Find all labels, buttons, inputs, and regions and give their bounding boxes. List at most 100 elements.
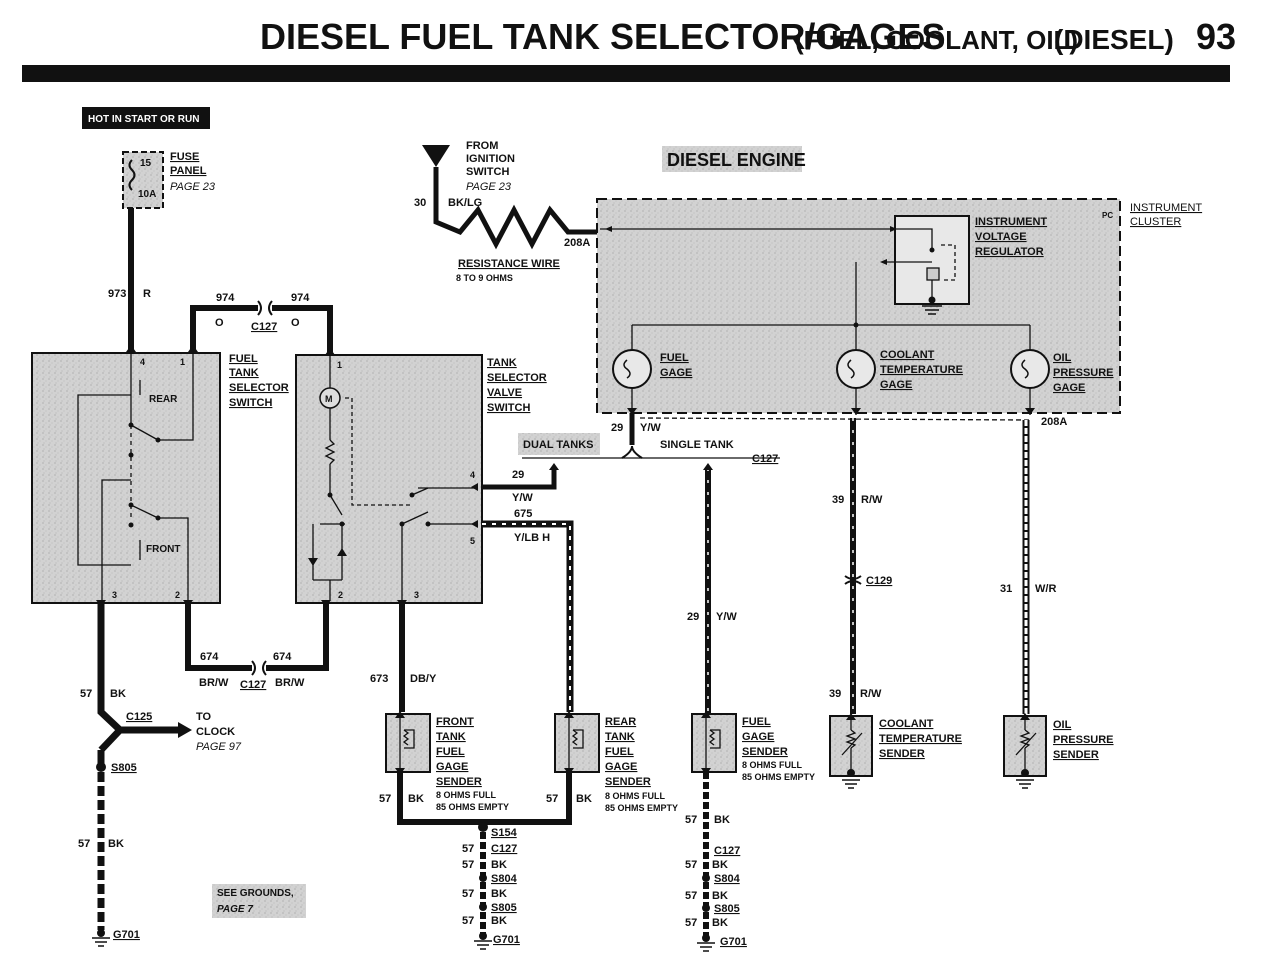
wire-675-label: 675 bbox=[514, 508, 532, 520]
motor-label: M bbox=[325, 394, 333, 404]
page-title-tail: (DIESEL) bbox=[1054, 24, 1174, 55]
wire-57-left2-label: 57 bbox=[78, 838, 90, 850]
wire-31-color: W/R bbox=[1035, 583, 1056, 595]
coolant-gage-coil-icon bbox=[847, 359, 855, 379]
right-57e-color: BK bbox=[712, 890, 728, 902]
diode-icons bbox=[308, 548, 347, 566]
coolant-sender-node bbox=[847, 769, 855, 777]
coolant-gage-label-3: GAGE bbox=[880, 379, 912, 391]
valve-switch-label-3: VALVE bbox=[487, 387, 522, 399]
s154-splice-icon bbox=[478, 822, 488, 832]
s154-label: S154 bbox=[491, 827, 518, 839]
ignition-label-3: SWITCH bbox=[466, 166, 509, 178]
wire-674-label-a: 674 bbox=[200, 651, 219, 663]
front-sender-label-2: TANK bbox=[436, 731, 466, 743]
oil-sender-internals bbox=[1015, 716, 1037, 770]
page-title: DIESEL FUEL TANK SELECTOR/GAGES bbox=[260, 16, 945, 57]
right-g701-label: G701 bbox=[720, 936, 747, 948]
wire-974-color-a: O bbox=[215, 317, 224, 329]
oil-ground-icon bbox=[1016, 779, 1034, 789]
ignition-circuit: 30 bbox=[414, 197, 426, 209]
cluster-internals bbox=[600, 228, 1031, 421]
ivr-label-2: VOLTAGE bbox=[975, 231, 1027, 243]
valve-pin-4: 4 bbox=[470, 470, 475, 480]
wire-674-label-b: 674 bbox=[273, 651, 292, 663]
ignition-label-2: IGNITION bbox=[466, 153, 515, 165]
front-sender-label-4: GAGE bbox=[436, 761, 468, 773]
fuse-rating-bottom: 10A bbox=[138, 189, 156, 200]
mid-57c-label: 57 bbox=[462, 843, 474, 855]
wire-974-right bbox=[272, 305, 333, 352]
front-sender-label-5: SENDER bbox=[436, 776, 482, 788]
front-sender-full: 8 OHMS FULL bbox=[436, 790, 497, 800]
wire-39b-label: 39 bbox=[829, 688, 841, 700]
s805-mid-splice-icon bbox=[479, 903, 487, 911]
wire-674-right bbox=[266, 603, 329, 671]
pin-arrow-markers bbox=[96, 226, 1035, 775]
ignition-label-1: FROM bbox=[466, 140, 498, 152]
rear-tank-sender-box bbox=[554, 713, 600, 773]
valve-pin-5: 5 bbox=[470, 536, 475, 546]
g701-mid-ground-icon bbox=[474, 940, 492, 950]
s805-left-label: S805 bbox=[111, 762, 137, 774]
fuel-gage-icon bbox=[612, 349, 652, 389]
selector-switch-internals bbox=[77, 353, 194, 600]
c129-connector-icon bbox=[844, 575, 862, 585]
to-clock-arrow-icon bbox=[178, 722, 192, 738]
s804-right-splice-icon bbox=[702, 874, 710, 882]
fuel-sender-label-3: SENDER bbox=[742, 746, 788, 758]
s805-left-splice-icon bbox=[96, 762, 106, 772]
right-c127-label: C127 bbox=[714, 845, 740, 857]
rear-sender-label-1: REAR bbox=[605, 716, 636, 728]
right-57e-label: 57 bbox=[685, 917, 697, 929]
right-57f-label: 57 bbox=[685, 939, 687, 941]
c125-label: C125 bbox=[126, 711, 152, 723]
oil-gage-icon bbox=[1010, 349, 1050, 389]
mid-s805-label: S805 bbox=[491, 902, 517, 914]
fuel-gage-coil-icon bbox=[623, 359, 631, 379]
cluster-nodes bbox=[853, 247, 936, 328]
fuel-sender-empty: 85 OHMS EMPTY bbox=[742, 772, 815, 782]
mid-57f-color: BK bbox=[491, 915, 507, 927]
wire-39a-label: 39 bbox=[832, 494, 844, 506]
wire-57-left2-color: BK bbox=[108, 838, 124, 850]
valve-switch-label-4: SWITCH bbox=[487, 402, 530, 414]
selector-pin-2: 2 bbox=[175, 590, 180, 600]
ivr-label-1: INSTRUMENT bbox=[975, 216, 1047, 228]
ignition-wire-color: BK/LG bbox=[448, 197, 482, 209]
wire-973-label: 973 bbox=[108, 288, 126, 300]
g701-right-node bbox=[702, 934, 710, 942]
cluster-connector-bottom: 208A bbox=[1041, 416, 1067, 428]
fuse-icon bbox=[128, 159, 136, 191]
wire-57-left1-label: 57 bbox=[80, 688, 92, 700]
rear-sender-internals bbox=[568, 714, 584, 772]
c127-mid-label: C127 bbox=[240, 679, 266, 691]
wire-29-fuel-color: Y/W bbox=[640, 422, 661, 434]
mid-57b-label: 57 bbox=[546, 793, 558, 805]
fuel-sender-label-1: FUEL bbox=[742, 716, 771, 728]
wire-39b-color: R/W bbox=[860, 688, 882, 700]
diesel-engine-label: DIESEL ENGINE bbox=[667, 150, 806, 170]
wire-974-label-a: 974 bbox=[216, 292, 235, 304]
c129-label: C129 bbox=[866, 575, 892, 587]
to-clock-label-2: CLOCK bbox=[196, 726, 235, 738]
wire-675 bbox=[482, 520, 574, 712]
coolant-ground-icon bbox=[842, 779, 860, 789]
oil-sender-label-2: PRESSURE bbox=[1053, 734, 1114, 746]
rear-sender-label-5: SENDER bbox=[605, 776, 651, 788]
mid-57d-label: 57 bbox=[462, 859, 474, 871]
ivr-label-3: REGULATOR bbox=[975, 246, 1044, 258]
selector-switch-nodes bbox=[128, 422, 161, 528]
resistance-wire-label: RESISTANCE WIRE bbox=[458, 258, 560, 270]
resistance-wire bbox=[433, 167, 600, 250]
oil-gage-label-1: OIL bbox=[1053, 352, 1072, 364]
right-57d-label: 57 bbox=[685, 890, 697, 902]
oil-sender-label-1: OIL bbox=[1053, 719, 1072, 731]
selector-switch-label-1: FUEL bbox=[229, 353, 258, 365]
c127-mid-connector-icon bbox=[251, 660, 267, 676]
valve-switch-label-2: SELECTOR bbox=[487, 372, 547, 384]
see-grounds-line1: SEE GROUNDS, bbox=[217, 888, 294, 899]
wire-973-color: R bbox=[143, 288, 151, 300]
wire-29-single-color: Y/W bbox=[716, 611, 737, 623]
